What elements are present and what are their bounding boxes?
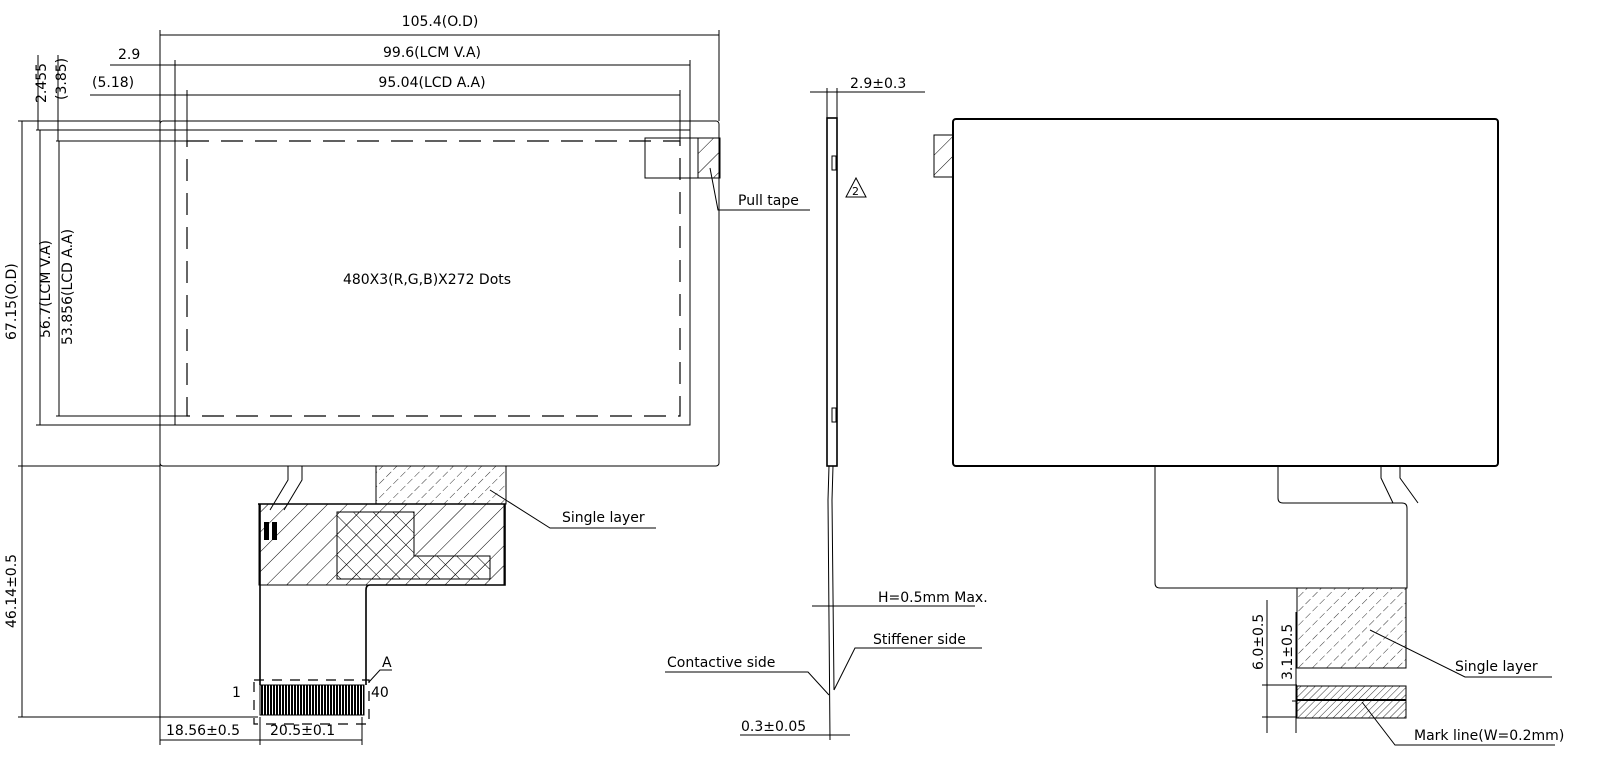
back-view: 6.0±0.5 3.1±0.5 Single layer Mark line(W…: [933, 118, 1564, 746]
stiffener-mark-area: [1296, 685, 1407, 719]
outline-od: [159, 120, 720, 467]
side-view: 2.9±0.3 2 H=0.5mm Max. Stiffener side Co…: [665, 76, 988, 741]
pin-last: 40: [371, 685, 389, 701]
resolution-label: 480X3(R,G,B)X272 Dots: [343, 272, 511, 288]
revision-triangle: [845, 176, 867, 198]
dim-thickness: 2.9±0.3: [850, 76, 906, 92]
lcm-viewing-area: [174, 129, 691, 426]
fpc-crosshatch-area: [336, 511, 491, 580]
dim-lcm-va-width: 99.6(LCM V.A): [383, 45, 481, 61]
dim-fpc-length: 46.14±0.5: [4, 554, 20, 628]
single-layer-label: Single layer: [562, 510, 645, 526]
fpc-back-outline: [1154, 466, 1408, 589]
dim-lcd-aa-height: 53.856(LCD A.A): [60, 229, 76, 345]
revision-marker: 2: [852, 185, 859, 198]
fpc: A 1 40: [232, 465, 507, 725]
lcd-active-area: [186, 140, 681, 417]
pull-tape-back: [933, 134, 954, 178]
mark-line-label: Mark line(W=0.2mm): [1414, 728, 1564, 744]
pull-tape: [697, 137, 721, 179]
pull-tape-label: Pull tape: [738, 193, 799, 209]
back-single-layer-label: Single layer: [1455, 659, 1538, 675]
stiffener-height: H=0.5mm Max.: [878, 590, 988, 606]
pin-first: 1: [232, 685, 241, 701]
fpc-contacts: [259, 684, 365, 716]
detail-marker: A: [382, 655, 392, 671]
dim-mark-offset: 3.1±0.5: [1280, 624, 1296, 680]
dim-od-width: 105.4(O.D): [402, 14, 479, 30]
dim-lcm-va-height: 56.7(LCM V.A): [38, 240, 54, 338]
contactive-side-label: Contactive side: [667, 655, 775, 671]
dim-od-height: 67.15(O.D): [4, 263, 20, 340]
module-back: [952, 118, 1499, 467]
dim-fpc-width: 20.5±0.1: [270, 723, 335, 739]
dim-left-offset: 2.9: [118, 47, 140, 63]
front-view: 105.4(O.D) 99.6(LCM V.A) 2.9 95.04(LCD A…: [4, 14, 810, 745]
dim-fpc-offset: 18.56±0.5: [166, 723, 240, 739]
dim-stiffener-length: 6.0±0.5: [1251, 614, 1267, 670]
dim-fpc-thickness: 0.3±0.05: [741, 719, 806, 735]
stiffener-single-layer: [1296, 587, 1407, 669]
dim-top-offset: 2.455: [34, 63, 50, 103]
stiffener-side-label: Stiffener side: [873, 632, 966, 648]
dim-top-aa-offset: (3.85): [54, 58, 70, 100]
detail-a-box: [253, 679, 370, 725]
dim-left-aa-offset: (5.18): [92, 75, 134, 91]
fpc-side-profile: [827, 465, 831, 741]
module-side-profile: [826, 117, 838, 467]
fpc-single-layer-strip: [375, 465, 507, 505]
dim-lcd-aa-width: 95.04(LCD A.A): [378, 75, 485, 91]
